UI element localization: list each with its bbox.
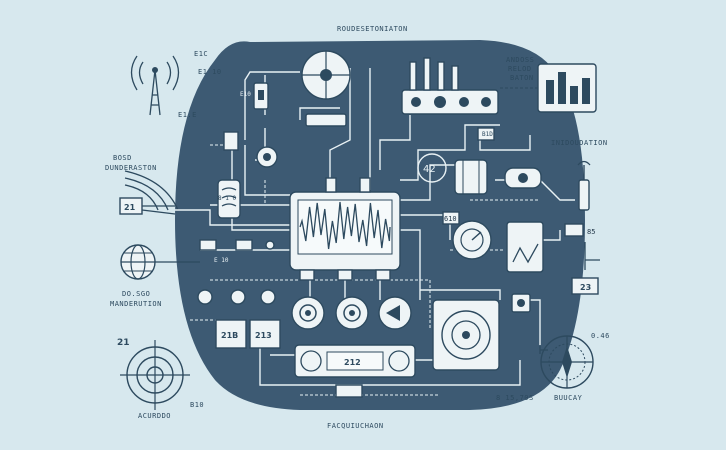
label-top-left-small-3: E1.E: [178, 111, 197, 119]
transformer-component: [454, 159, 488, 195]
center-display-number: 212: [344, 358, 361, 367]
probe-connector-icon: [577, 160, 591, 211]
label-top-right-3: BATON: [510, 74, 534, 82]
label-top-left-small-2: E1 10: [198, 68, 222, 76]
mid-small-box: [442, 211, 460, 225]
module-b: 213: [249, 319, 281, 349]
terminal-block-top: [401, 57, 499, 115]
dial-readout-number: 42: [423, 164, 436, 175]
label-left-upper-1: BOSD: [113, 154, 132, 162]
resistor-chain: [199, 239, 275, 251]
capacitor-left: [223, 131, 239, 151]
oscilloscope-icon: [289, 177, 401, 281]
bottom-connector: [335, 384, 363, 398]
label-mid-small: 8 1 0: [218, 195, 236, 202]
label-top-center: ROUDESETONIATON: [337, 25, 408, 33]
label-left-small-5: E 10: [214, 257, 229, 264]
label-left-far-number: 21: [117, 338, 130, 348]
small-knob-2: [230, 289, 246, 305]
dial-readout: 42: [417, 153, 447, 183]
module-b-number: 213: [255, 331, 272, 340]
mid-small-box-label: 610: [444, 215, 457, 223]
slot-component: [305, 113, 347, 127]
connector-icon: [253, 82, 269, 110]
dial-gauge-icon: [452, 220, 492, 260]
small-knob-1: [197, 289, 213, 305]
label-left-mid-1: DO.SGO: [122, 290, 150, 298]
label-left-small-4: E10: [240, 91, 251, 98]
speaker-knob-1: [291, 296, 325, 330]
label-bottom-center: FACQUIUCHAON: [327, 422, 384, 430]
label-left-mid-2: MANDERUTION: [110, 300, 162, 308]
inductor-coil: [217, 179, 241, 219]
globe-icon: [120, 244, 156, 280]
dial-sensor-top: [301, 50, 351, 100]
small-chip-top: [477, 127, 495, 141]
arrow-knob: [378, 296, 412, 330]
right-panel-number: 23: [580, 283, 591, 292]
label-bottom-right-small: 8 15,70S: [496, 394, 534, 402]
label-bottom-small: B10: [190, 401, 204, 409]
antenna-tower-icon: [130, 55, 180, 116]
label-bottom-left: ACURDDO: [138, 412, 171, 420]
module-a: 21B: [215, 319, 247, 349]
label-ctrl-small: B1D: [482, 131, 493, 138]
right-panel-box: [571, 277, 599, 295]
signal-display: [506, 221, 544, 273]
speaker-knob-2: [335, 296, 369, 330]
left-number-text: 21: [124, 203, 136, 212]
crosshair-target-icon: [120, 340, 190, 410]
label-top-left-small-1: E1C: [194, 50, 208, 58]
speaker-icon: [432, 299, 500, 371]
label-right-side: 0.46: [591, 332, 610, 340]
label-left-upper-2: DUNDERASTON: [105, 164, 157, 172]
bar-chart-monitor-icon: [537, 63, 597, 113]
right-small-text: 85: [587, 228, 595, 236]
label-top-right-2: RELOD: [508, 65, 532, 73]
label-right-mid: INIDOUDATION: [551, 139, 608, 147]
center-display-panel: 212: [294, 344, 416, 378]
label-top-right-1: ANDOSS: [506, 56, 534, 64]
compass-icon: [540, 335, 594, 389]
cylinder-sensor: [504, 167, 542, 189]
module-a-number: 21B: [221, 331, 238, 340]
circuit-wiring: [175, 68, 575, 396]
right-small-box: [564, 223, 584, 237]
label-bottom-right: BUUCAY: [554, 394, 583, 402]
small-knob-3: [260, 289, 276, 305]
